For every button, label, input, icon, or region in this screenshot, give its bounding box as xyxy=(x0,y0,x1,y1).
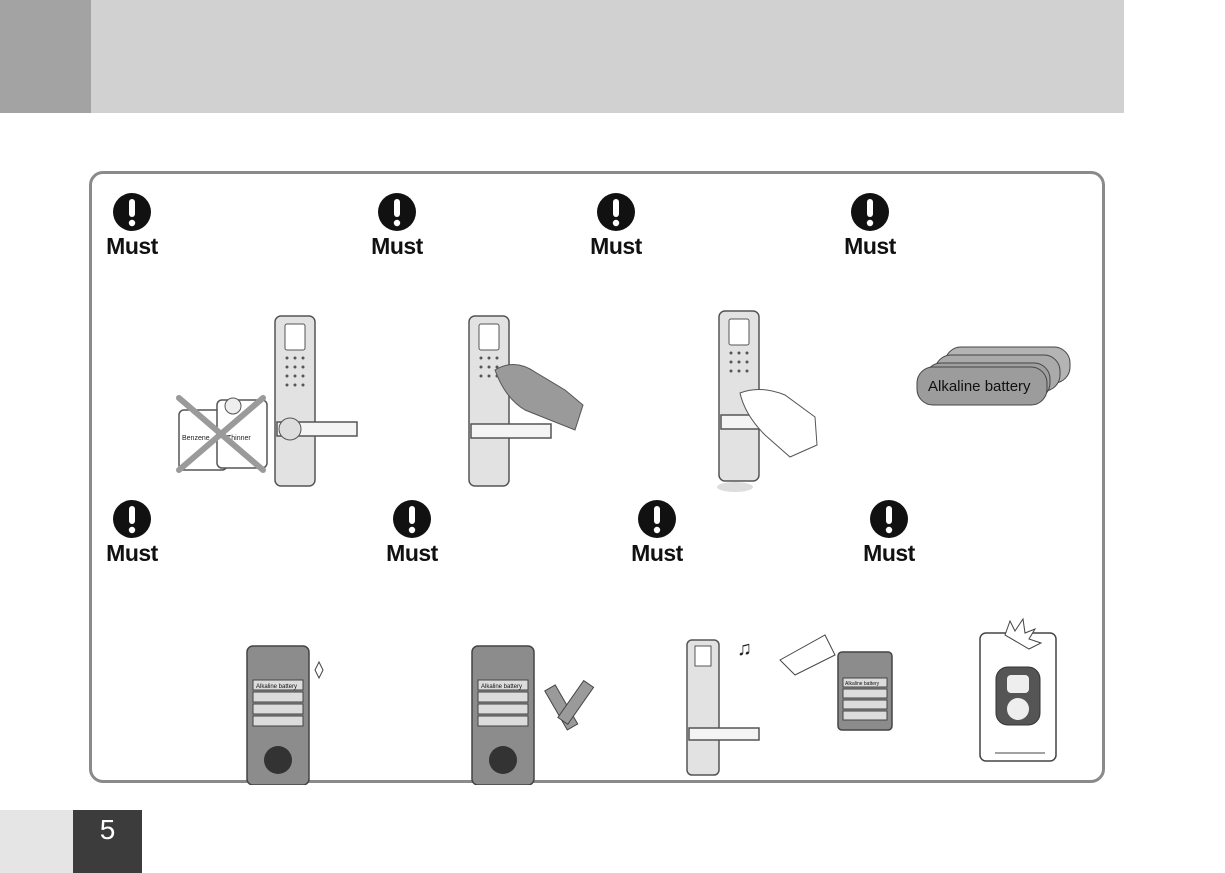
footer-accent-block xyxy=(0,810,73,873)
benzene-label: Benzene xyxy=(182,435,210,442)
alkaline-battery-label: Alkaline battery xyxy=(928,378,1031,395)
music-note-icon: ♫ xyxy=(737,638,752,660)
must-badge-8: Must xyxy=(854,499,924,565)
must-badge-6: Must xyxy=(377,499,447,565)
keypad-touch-illustration xyxy=(455,310,595,490)
battery-label: Alkaline battery xyxy=(481,684,522,690)
exclamation-icon xyxy=(850,192,890,232)
alkaline-batteries-illustration: Alkaline battery xyxy=(915,345,1080,410)
must-badge-1: Must xyxy=(97,192,167,258)
must-label: Must xyxy=(854,541,924,565)
must-label: Must xyxy=(362,234,432,258)
battery-tools-illustration: Alkaline battery xyxy=(470,640,610,785)
exclamation-icon xyxy=(392,499,432,539)
finger-icon xyxy=(780,635,835,675)
header-bar xyxy=(91,0,1124,113)
exclamation-icon xyxy=(112,499,152,539)
page-number: 5 xyxy=(73,814,142,846)
must-label: Must xyxy=(835,234,905,258)
remote-damage-illustration xyxy=(975,615,1065,765)
must-badge-7: Must xyxy=(622,499,692,565)
header-accent-block xyxy=(0,0,91,113)
battery-compartment-illustration: Alkaline battery xyxy=(245,640,345,785)
must-label: Must xyxy=(377,541,447,565)
must-label: Must xyxy=(622,541,692,565)
must-label: Must xyxy=(97,541,167,565)
exclamation-icon xyxy=(637,499,677,539)
tools-icon xyxy=(545,681,594,730)
exclamation-icon xyxy=(869,499,909,539)
must-label: Must xyxy=(97,234,167,258)
low-battery-sound-illustration: ♫ Alkaline battery xyxy=(685,630,895,780)
must-badge-3: Must xyxy=(581,192,651,258)
battery-label: Alkaline battery xyxy=(256,684,297,690)
must-badge-2: Must xyxy=(362,192,432,258)
exclamation-icon xyxy=(112,192,152,232)
exclamation-icon xyxy=(377,192,417,232)
battery-label: Alkaline battery xyxy=(845,681,880,687)
wet-hand-illustration xyxy=(705,305,835,495)
must-badge-5: Must xyxy=(97,499,167,565)
sparkle-icon xyxy=(315,662,323,678)
solvents-prohibited-illustration: Benzene Thinner xyxy=(165,310,365,490)
must-badge-4: Must xyxy=(835,192,905,258)
must-label: Must xyxy=(581,234,651,258)
exclamation-icon xyxy=(596,192,636,232)
